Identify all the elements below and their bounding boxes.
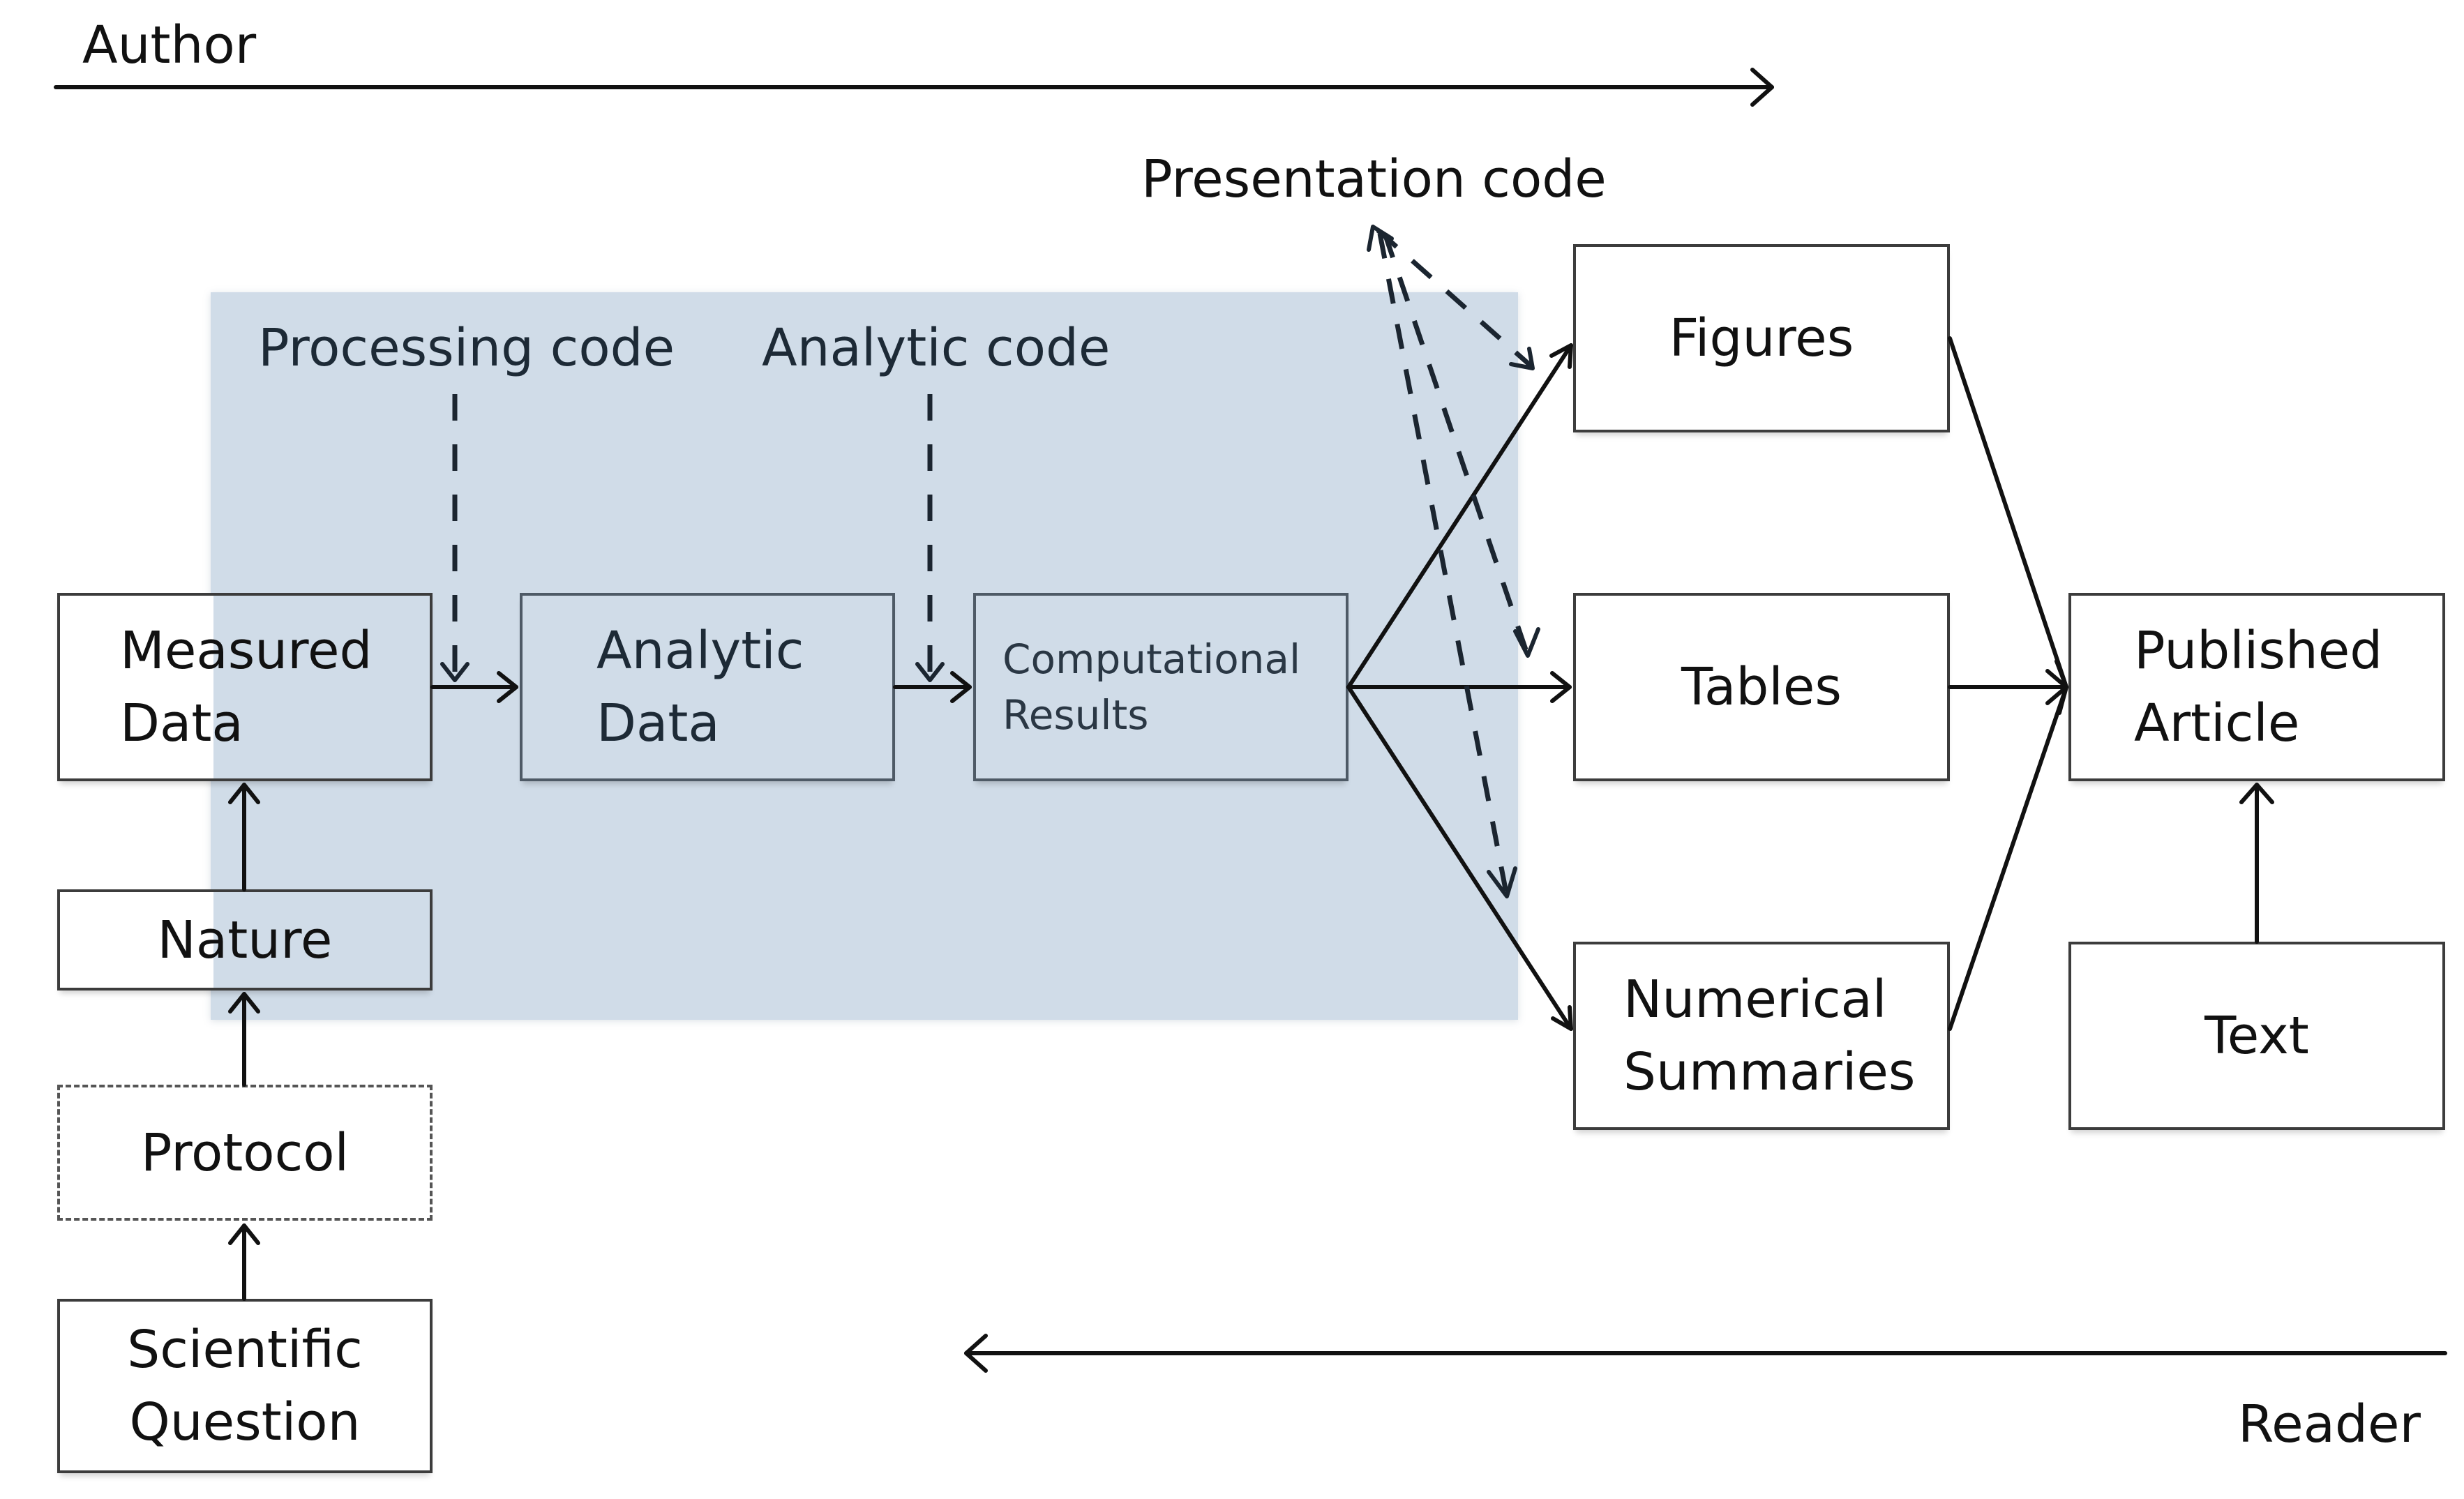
arrowhead-icon: [228, 1223, 260, 1245]
presentation-to-tables-arrow: [1382, 232, 1531, 657]
node-scientific-question: Scientific Question: [57, 1299, 433, 1473]
node-label: Numerical Summaries: [1623, 970, 1916, 1102]
node-tables: Tables: [1573, 593, 1950, 781]
node-label: Nature: [157, 910, 333, 970]
node-label: Analytic Data: [596, 621, 804, 753]
arrowhead-icon: [1367, 225, 1394, 252]
arrowhead-icon: [1551, 1005, 1573, 1031]
analytic-code-label: Analytic code: [762, 318, 1111, 378]
arrowhead-icon: [1750, 68, 1774, 107]
edge-computational-to-summaries: [1346, 685, 1573, 1031]
node-protocol: Protocol: [57, 1085, 433, 1221]
presentation-to-summaries-arrow: [1377, 233, 1510, 897]
author-label: Author: [82, 15, 257, 75]
arrowhead-icon: [497, 671, 518, 703]
node-measured-data: Measured Data: [57, 593, 433, 781]
node-numerical-summaries: Numerical Summaries: [1573, 942, 1950, 1130]
node-text: Text: [2068, 942, 2445, 1130]
arrowhead-icon: [2054, 659, 2068, 715]
arrowhead-icon: [2239, 783, 2274, 804]
node-label: Protocol: [140, 1122, 350, 1183]
arrowhead-icon: [1487, 866, 1517, 898]
node-computational-results: Computational Results: [973, 593, 1349, 781]
arrowhead-icon: [950, 671, 972, 703]
node-label: Text: [2204, 1006, 2309, 1066]
arrowhead-icon: [228, 783, 260, 804]
arrowhead-icon: [1509, 347, 1535, 370]
node-label: Measured Data: [120, 621, 373, 753]
arrowhead-icon: [1513, 627, 1540, 658]
edge-figures-to-article: [1948, 336, 2068, 689]
node-label: Computational Results: [1002, 635, 1301, 739]
node-label: Published Article: [2134, 621, 2383, 753]
arrowhead-icon: [1549, 343, 1573, 369]
edge-computational-to-figures: [1346, 343, 1573, 689]
node-label: Tables: [1681, 657, 1842, 717]
processing-code-label: Processing code: [258, 318, 675, 378]
arrowhead-icon: [440, 662, 469, 682]
arrowhead-icon: [228, 992, 260, 1014]
edge-summaries-to-article: [1948, 685, 2068, 1031]
arrowhead-icon: [915, 662, 945, 682]
arrowhead-icon: [1550, 671, 1572, 703]
reader-label: Reader: [2238, 1394, 2421, 1454]
node-nature: Nature: [57, 889, 433, 990]
node-label: Scientific Question: [127, 1320, 363, 1452]
node-analytic-data: Analytic Data: [520, 593, 895, 781]
node-published-article: Published Article: [2068, 593, 2445, 781]
arrowhead-icon: [964, 1334, 988, 1373]
node-label: Figures: [1669, 308, 1854, 368]
node-figures: Figures: [1573, 244, 1950, 432]
presentation-to-figures-arrow: [1376, 228, 1533, 368]
presentation-code-label: Presentation code: [1141, 149, 1607, 209]
